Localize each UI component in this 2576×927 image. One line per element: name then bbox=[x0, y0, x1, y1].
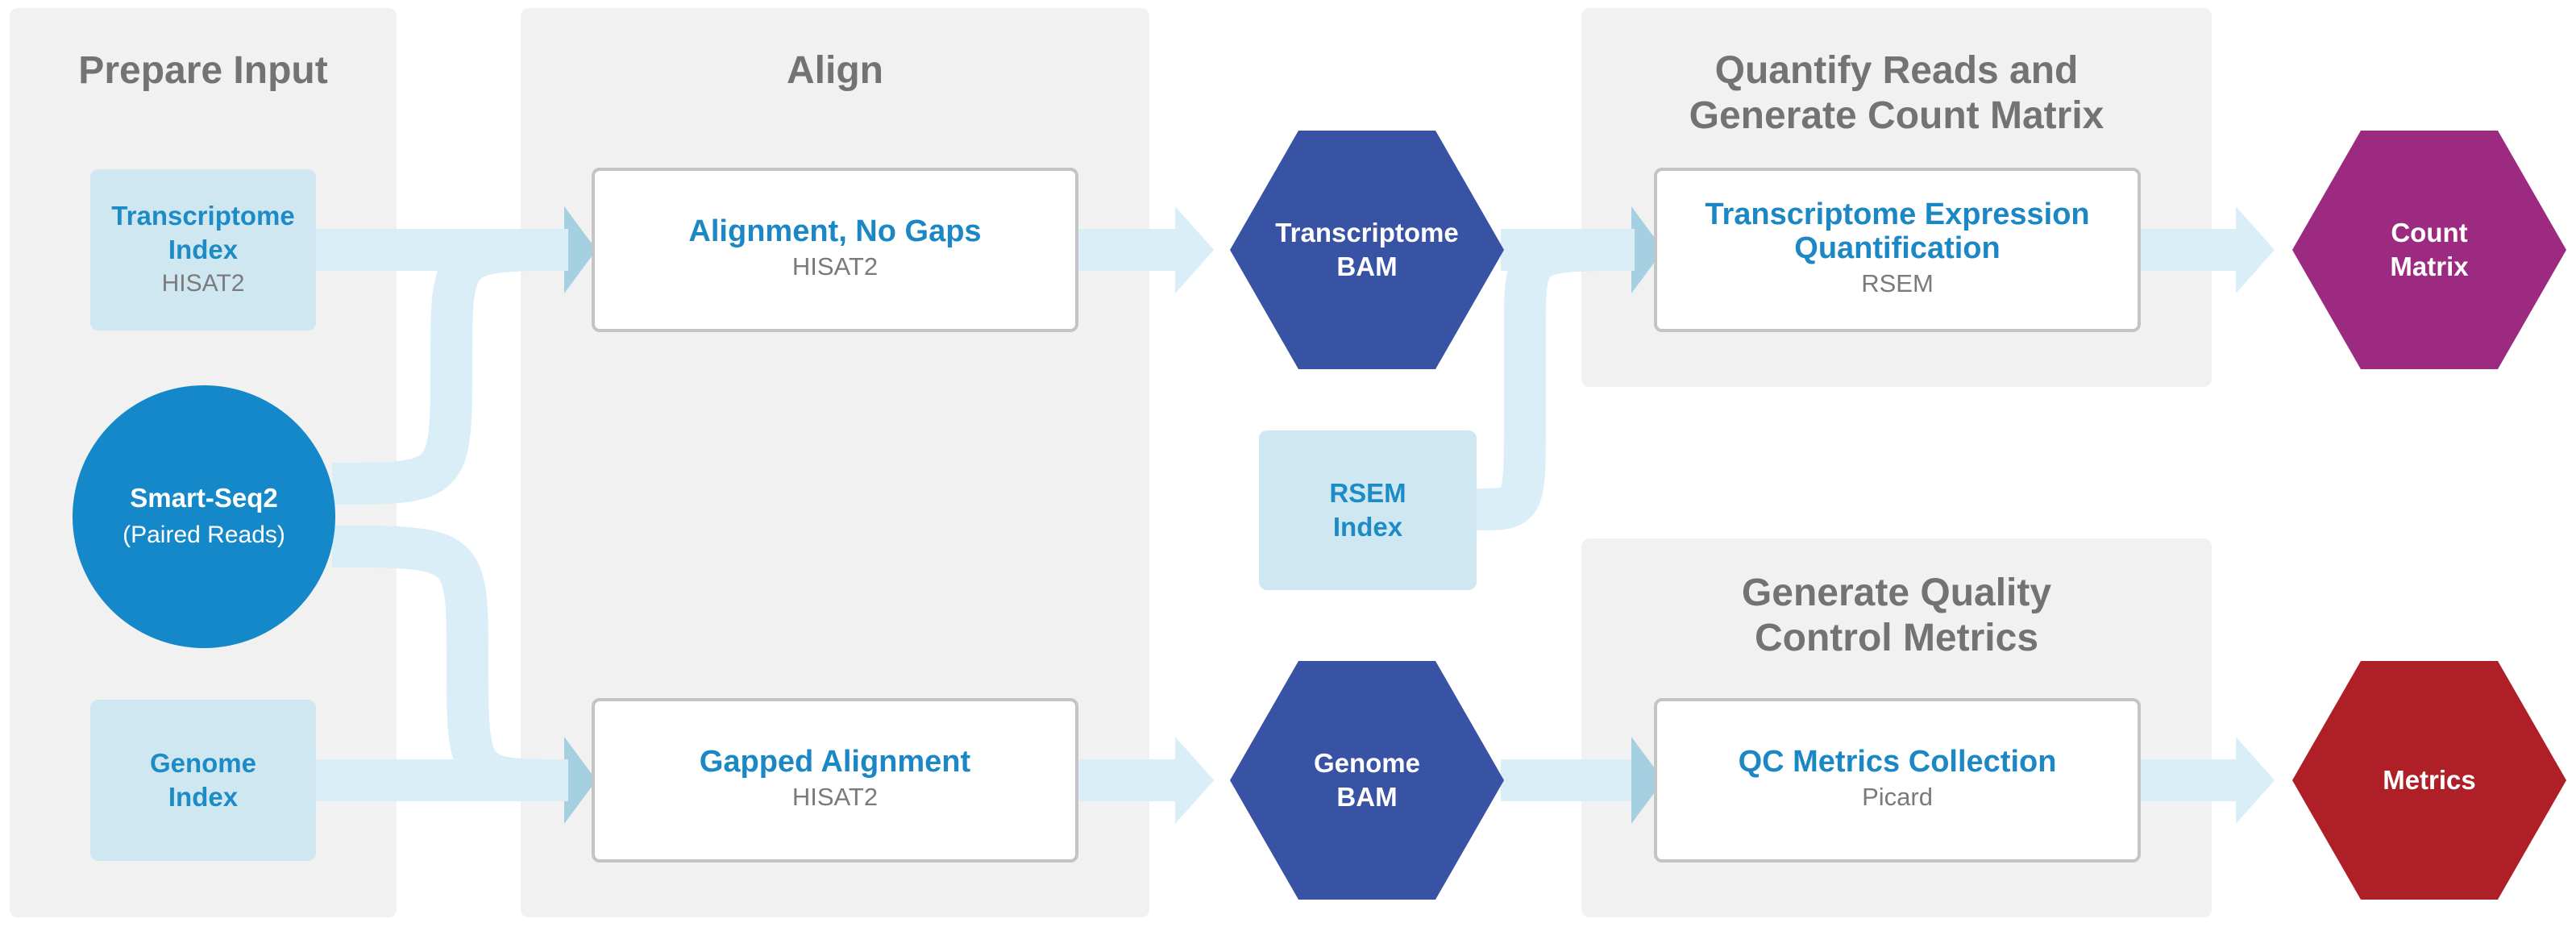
transcriptome-index-title: Transcriptome Index bbox=[111, 201, 295, 264]
transcriptome-expression-title: Transcriptome Expression Quantification bbox=[1705, 197, 2090, 265]
transcriptome-expression-step: Transcriptome Expression Quantification … bbox=[1654, 168, 2141, 332]
smart-seq2-title: Smart-Seq2 bbox=[130, 483, 278, 513]
count-matrix-title: Count Matrix bbox=[2390, 218, 2469, 281]
panel-title-align: Align bbox=[787, 49, 883, 92]
alignment-no-gaps-subtitle: HISAT2 bbox=[791, 252, 879, 281]
qc-metrics-title: QC Metrics Collection bbox=[1738, 745, 2057, 779]
arrow-smart-seq2-to-alignment bbox=[331, 229, 569, 505]
alignment-no-gaps-title: Alignment, No Gaps bbox=[688, 214, 982, 248]
rsem-index-input: RSEM Index bbox=[1259, 430, 1477, 590]
arrow-alignment-to-transcriptome-bam bbox=[1077, 206, 1214, 293]
panel-title-prepare-input: Prepare Input bbox=[78, 49, 328, 92]
panel-title-qc: Generate Quality Control Metrics bbox=[1741, 572, 2052, 659]
alignment-no-gaps-step: Alignment, No Gaps HISAT2 bbox=[592, 168, 1078, 332]
gapped-alignment-step: Gapped Alignment HISAT2 bbox=[592, 698, 1078, 863]
genome-index-title: Genome Index bbox=[149, 748, 257, 812]
metrics-output: Metrics bbox=[2292, 661, 2566, 900]
arrow-genome-bam-to-qc bbox=[1501, 737, 1664, 824]
gapped-alignment-title: Gapped Alignment bbox=[699, 745, 971, 779]
count-matrix-output: Count Matrix bbox=[2292, 131, 2566, 369]
panel-title-quantify: Quantify Reads and Generate Count Matrix bbox=[1689, 49, 2104, 137]
transcriptome-bam-title: Transcriptome BAM bbox=[1275, 218, 1459, 281]
arrow-gapped-to-genome-bam bbox=[1077, 737, 1214, 824]
arrow-rsem-index-to-quantification bbox=[1476, 229, 1635, 530]
rsem-index-title: RSEM Index bbox=[1329, 478, 1406, 542]
arrow-qc-to-metrics bbox=[2138, 737, 2275, 824]
smart-seq2-subtitle: (Paired Reads) bbox=[123, 522, 285, 548]
smart-seq2-input: Smart-Seq2 (Paired Reads) bbox=[73, 385, 335, 648]
metrics-title: Metrics bbox=[2383, 765, 2476, 795]
transcriptome-index-input: Transcriptome Index HISAT2 bbox=[90, 169, 316, 330]
arrow-smart-seq2-to-gapped bbox=[331, 526, 569, 801]
arrow-quantification-to-count-matrix bbox=[2138, 206, 2275, 293]
transcriptome-expression-subtitle: RSEM bbox=[1861, 269, 1934, 297]
gapped-alignment-subtitle: HISAT2 bbox=[791, 783, 879, 811]
genome-bam-title: Genome BAM bbox=[1313, 748, 1421, 812]
qc-metrics-step: QC Metrics Collection Picard bbox=[1654, 698, 2141, 863]
transcriptome-index-subtitle: HISAT2 bbox=[161, 270, 245, 297]
genome-index-input: Genome Index bbox=[90, 700, 316, 861]
qc-metrics-subtitle: Picard bbox=[1862, 783, 1933, 811]
